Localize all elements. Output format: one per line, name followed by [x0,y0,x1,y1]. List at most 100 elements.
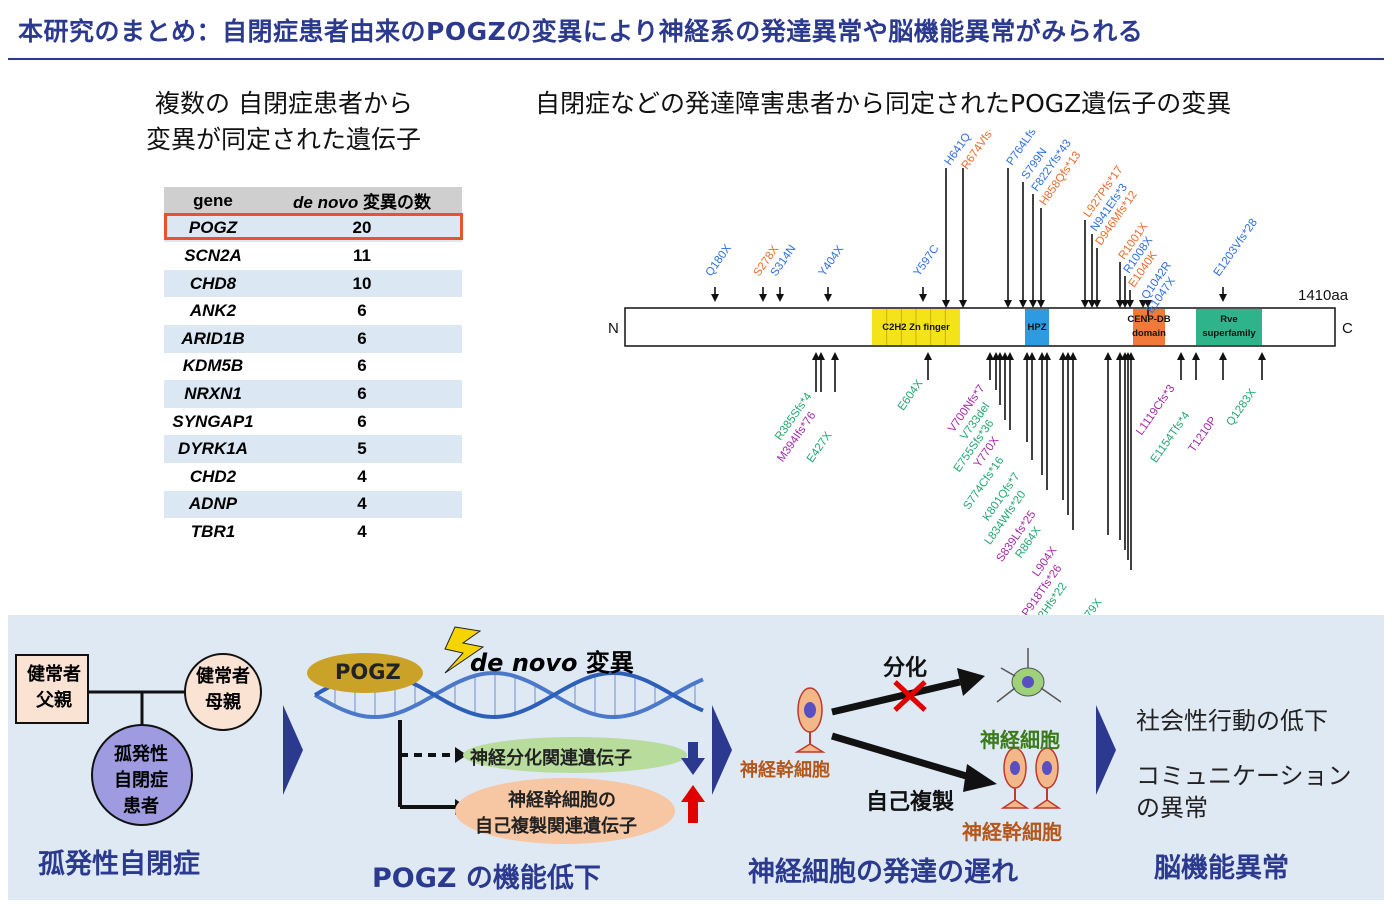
gene-name: CHD2 [189,466,237,486]
mutation-arrowhead [1192,352,1200,360]
mutation-arrowhead [1006,352,1014,360]
mutation-arrowhead [711,294,719,302]
mother-circle [184,653,262,731]
result-communication-2: の異常 [1136,794,1208,822]
mutation-arrowhead [942,300,950,308]
mutation-arrowhead [1069,352,1077,360]
denovo-text: de novo [470,649,578,677]
page-title: 本研究のまとめ：自閉症患者由来のPOGZの変異により神経系の発達異常や脳機能異常… [18,17,1144,46]
caption-brain-dysfunction: 脳機能異常 [1154,853,1289,884]
neural-stem-cell-icon [794,687,826,753]
mutation-count: 6 [262,324,462,353]
differentiation-label: 分化 [883,656,928,681]
mutation-arrowhead [1037,300,1045,308]
result-communication: コミュニケーション [1136,762,1352,790]
gene-name: SYNGAP1 [172,411,254,431]
mutation-label: Y597C [912,243,942,279]
mutation-label: R979X [1074,597,1104,615]
neural-stem-cell-label-2: 神経幹細胞 [962,820,1062,844]
pogz-protein-label: POGZ [335,660,401,684]
mutation-arrowhead [1127,352,1135,360]
flow-arrow-2 [712,705,732,795]
gene-name: NRXN1 [164,380,262,408]
mutation-label: T1210P [1187,415,1220,455]
flow-arrow-1 [283,705,303,795]
count-column-header: de novo 変異の数 [262,187,462,215]
gene2-label-line2: 自己複製関連遺伝子 [475,816,637,837]
gene2-ellipse [455,778,675,844]
mutation-count: 6 [357,411,367,431]
table-row: SYNGAP1 6 [164,408,462,436]
domain-box [1196,309,1262,345]
mutation-count: 4 [357,466,367,486]
title-divider [8,58,1384,60]
result-social-behavior: 社会性行動の低下 [1136,707,1328,735]
gene1-label: 神経分化関連遺伝子 [470,748,632,769]
gene1-ellipse [463,737,687,773]
domain-label: superfamily [1202,328,1256,339]
mutation-arrowhead [1219,352,1227,360]
gene-name: SCN2A [184,245,242,265]
mutation-count: 6 [357,301,367,321]
domain-label: domain [1132,328,1166,339]
lightning-icon [444,626,485,674]
mutation-arrowhead [986,352,994,360]
gene-name: ADNP [164,490,262,519]
mutation-arrowhead [1029,300,1037,308]
mutation-count: 6 [262,380,462,408]
gene-list-heading-line2: 変異が同定された遺伝子 [146,125,422,154]
neuron-label: 神経細胞 [980,728,1060,752]
mutation-arrowhead [959,300,967,308]
table-row: SCN2A 11 [164,242,462,270]
mutation-arrowhead [776,294,784,302]
table-row: CHD2 4 [164,463,462,491]
mutation-arrowhead [1081,300,1089,308]
mutation-arrowhead [1093,300,1101,308]
mutation-arrowhead [817,352,825,360]
dna-strand [314,670,704,720]
mutation-arrowhead [1019,300,1027,308]
mutation-count: 11 [353,245,371,265]
domain-label: C2H2 Zn finger [882,322,950,333]
up-arrow-icon [681,785,705,802]
pogz-protein-ellipse [307,653,423,693]
mutation-count: 10 [262,269,462,298]
red-x-icon [893,680,927,712]
mutation-arrowhead [924,352,932,360]
mutation-count: 6 [357,356,367,376]
flow-arrow-3 [1096,705,1116,795]
down-arrow-icon [681,758,705,775]
table-row: KDM5B 6 [164,353,462,381]
domain-label: CENP-DB [1127,314,1170,325]
domain-box [1133,309,1165,345]
gene2-label-line1: 神経幹細胞の [508,790,616,811]
caption-sporadic-autism: 孤発性自閉症 [38,849,200,880]
mutation-arrowhead [831,352,839,360]
mutation-arrowhead [1104,352,1112,360]
gene-name: CHD8 [164,269,262,298]
mutation-label: Q1283X [1224,387,1258,429]
mutation-arrowhead [1043,352,1051,360]
table-header-row: gene de novo 変異の数 [164,187,462,215]
mutation-label: Y404X [817,243,847,278]
gene-name: KDM5B [182,356,244,376]
pogz-dna-diagram [307,626,705,844]
mutation-arrowhead [1126,300,1134,308]
caption-pogz-loss: POGZ の機能低下 [372,863,601,894]
mutation-arrowhead [1004,300,1012,308]
domain-label: Rve [1220,314,1237,325]
gene-name: TBR1 [190,521,236,541]
patient-label: 孤発性 自閉症 患者 [114,744,168,817]
mutation-arrowhead [919,294,927,302]
count-header-text: 変異の数 [358,193,431,213]
mutation-map-heading: 自閉症などの発達障害患者から同定されたPOGZ遺伝子の変異 [535,89,1232,118]
father-square [15,654,89,724]
c-terminus-label: C [1342,320,1353,337]
mutation-count: 5 [262,435,462,463]
